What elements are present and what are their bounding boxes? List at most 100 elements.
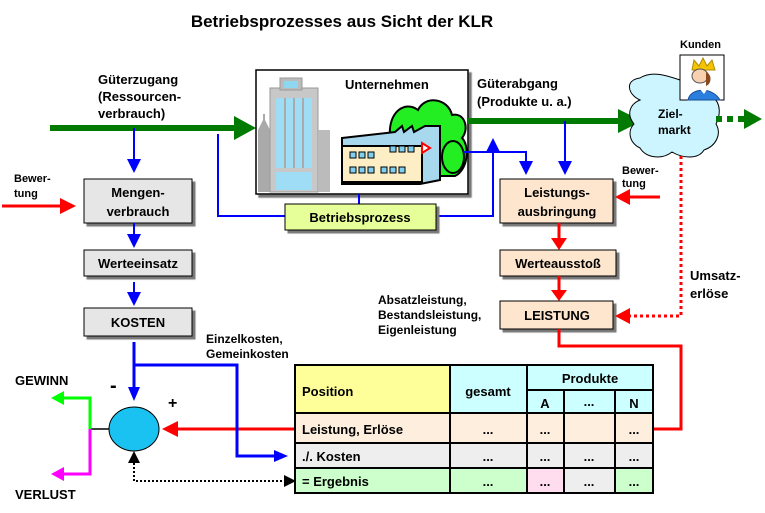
svg-text:Werteeinsatz: Werteeinsatz [98,256,178,271]
betriebsprozess-left-loop [217,134,285,217]
unternehmen-box: Unternehmen [255,69,469,195]
row-product-value: ... [629,474,640,489]
row-product-value: ... [540,474,551,489]
betriebsprozess-right-loop [436,138,500,217]
svg-text:Bewer-: Bewer- [622,165,659,177]
svg-text:tung: tung [622,178,646,190]
unternehmen-label: Unternehmen [345,77,429,92]
market-output-arrowhead [744,109,762,129]
umsatzerloese-label: Umsatz- erlöse [690,268,741,301]
umsatzerloese-arrowhead [615,308,630,324]
svg-text:erlöse: erlöse [690,286,728,301]
table-row-kosten [295,443,653,468]
svg-text:Leistungs-: Leistungs- [524,185,590,200]
header-gesamt-cell [450,365,527,413]
header-gesamt: gesamt [465,384,511,399]
svg-text:verbrauch): verbrauch) [98,106,165,121]
kunden-label: Kunden [680,39,721,51]
mengenverbrauch-box: Mengen- verbrauch [83,178,193,224]
svg-text:Werteausstoß: Werteausstoß [515,256,601,271]
row-product-value: ... [540,422,551,437]
umsatzerloese-dotted-line [630,156,683,318]
header-product-a: A [540,396,550,411]
kosten-to-table-line [134,363,276,458]
minus-sign: - [110,375,117,397]
bewertung-right-arrowhead [615,189,630,205]
diagram-title: Betriebsprozesses aus Sicht der KLR [191,12,493,31]
result-table: Position gesamt Produkte A ... N Leistun… [294,364,654,494]
factory-icon [341,99,468,185]
svg-text:Güterabgang: Güterabgang [477,76,558,91]
ergebnis-mid-cell-bg [564,468,615,493]
row-position-label: Leistung, Erlöse [302,422,403,437]
row-gesamt-value: ... [483,474,494,489]
ergebnis-feedback-dotted-line [133,462,282,482]
header-produkte: Produkte [562,371,618,386]
header-product-ellipsis: ... [584,394,595,409]
header-product-n: N [629,396,638,411]
svg-text:Mengen-: Mengen- [111,185,164,200]
svg-text:ausbringung: ausbringung [518,204,597,219]
svg-text:Ziel-: Ziel- [658,107,683,121]
input-flow-arrowhead [234,116,256,140]
svg-text:Betriebsprozess: Betriebsprozess [309,210,410,225]
row-gesamt-value: ... [483,449,494,464]
result-circle [108,406,160,452]
verlust-label: VERLUST [15,487,76,502]
werteausstoss-box: Werteausstoß [499,249,617,277]
ergebnis-feedback-arrowhead-up [128,451,140,463]
gewinn-label: GEWINN [15,373,68,388]
plus-sign: + [168,395,177,412]
table-row-leistung [295,413,653,443]
kosten-to-circle-arrowhead [128,387,140,401]
svg-text:Bestandsleistung,: Bestandsleistung, [378,308,481,322]
row-product-value: ... [629,449,640,464]
leistung-box: LEISTUNG [499,300,614,330]
svg-text:markt: markt [658,123,691,137]
customer-king-icon [679,54,725,101]
row-gesamt-value: ... [483,422,494,437]
svg-text:Güterzugang: Güterzugang [98,72,178,87]
gueterabgang-label: Güterabgang (Produkte u. a.) [477,76,572,109]
leistung-to-table-line [557,329,683,431]
ergebnis-a-cell-highlight [527,468,564,493]
bewertung-left-label: Bewer- tung [14,173,51,200]
svg-text:Bewer-: Bewer- [14,173,51,185]
svg-text:KOSTEN: KOSTEN [111,315,165,330]
factory-to-leistung-flow [463,151,533,175]
werteeinsatz-box: Werteeinsatz [83,249,193,277]
svg-text:Absatzleistung,: Absatzleistung, [378,293,467,307]
kosten-to-table-arrowhead [274,450,288,462]
row-product-value: ... [584,474,595,489]
row-product-value: ... [629,422,640,437]
office-building-icon [258,77,330,193]
svg-text:Eigenleistung: Eigenleistung [378,323,457,337]
betriebsprozess-box: Betriebsprozess [284,203,437,231]
header-position: Position [302,384,353,399]
kosten-box: KOSTEN [83,307,193,337]
svg-text:(Ressourcen-: (Ressourcen- [98,89,181,104]
row-product-value: ... [540,449,551,464]
verlust-line [62,429,92,476]
ergebnis-feedback-arrowhead-right [284,475,296,487]
header-position-cell [295,365,450,413]
verlust-arrowhead [51,467,64,481]
werteausstoss-arrowhead [551,238,567,250]
leistung-to-circle-arrowhead [162,421,178,437]
gueterzugang-label: Güterzugang (Ressourcen- verbrauch) [98,72,181,121]
svg-text:Einzelkosten,: Einzelkosten, [206,332,283,346]
svg-text:LEISTUNG: LEISTUNG [524,308,590,323]
output-flow-arrowhead [618,109,642,133]
bewertung-left-arrowhead [60,198,76,214]
gewinn-arrowhead [51,391,64,405]
row-product-value: ... [584,449,595,464]
svg-text:tung: tung [14,188,38,200]
leistungsarten-label: Absatzleistung, Bestandsleistung, Eigenl… [378,293,481,337]
row-position-label: ./. Kosten [302,449,361,464]
svg-text:Gemeinkosten: Gemeinkosten [206,347,289,361]
leistung-arrowhead [551,290,567,301]
svg-text:(Produkte u. a.): (Produkte u. a.) [477,94,572,109]
gewinn-line [62,396,92,429]
row-position-label: = Ergebnis [302,474,369,489]
svg-text:Umsatz-: Umsatz- [690,268,741,283]
